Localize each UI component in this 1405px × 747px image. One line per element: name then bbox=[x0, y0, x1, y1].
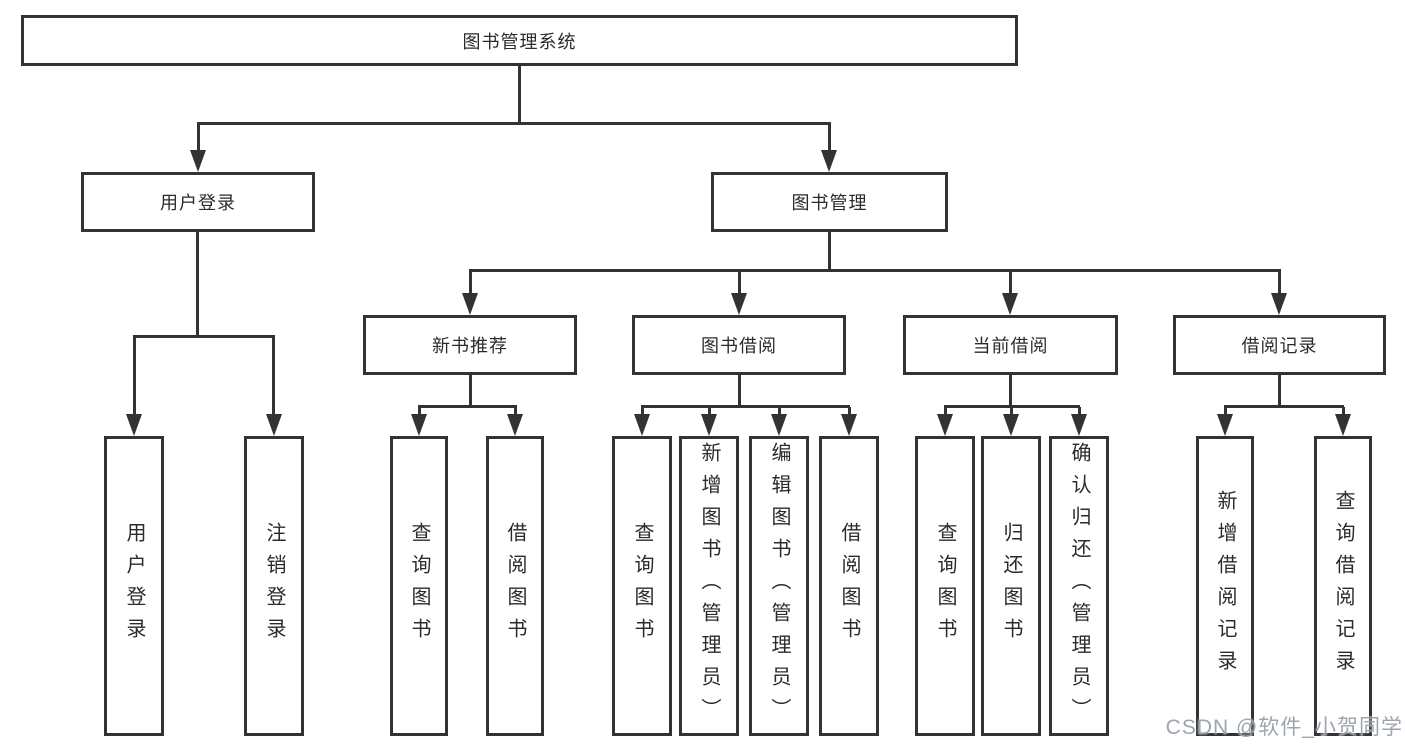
connector-line bbox=[1009, 373, 1012, 406]
connector-line bbox=[828, 124, 831, 152]
connector-line bbox=[469, 269, 1281, 272]
connector-line bbox=[828, 230, 831, 271]
arrowhead-down-icon bbox=[507, 414, 523, 436]
connector-line bbox=[944, 407, 947, 416]
arrowhead-down-icon bbox=[1071, 414, 1087, 436]
arrowhead-down-icon bbox=[1271, 293, 1287, 315]
arrowhead-down-icon bbox=[462, 293, 478, 315]
connector-line bbox=[944, 405, 1080, 408]
arrowhead-down-icon bbox=[1003, 414, 1019, 436]
arrowhead-down-icon bbox=[1002, 293, 1018, 315]
node-user-login: 用户登录 bbox=[81, 172, 315, 232]
arrowhead-down-icon bbox=[841, 414, 857, 436]
arrowhead-down-icon bbox=[411, 414, 427, 436]
arrowhead-down-icon bbox=[821, 150, 837, 172]
arrowhead-down-icon bbox=[701, 414, 717, 436]
connector-line bbox=[197, 124, 200, 152]
arrowhead-down-icon bbox=[1217, 414, 1233, 436]
connector-line bbox=[641, 405, 850, 408]
arrowhead-down-icon bbox=[731, 293, 747, 315]
arrowhead-down-icon bbox=[1335, 414, 1351, 436]
leaf-add-borrow-record: 新增借阅记录 bbox=[1196, 436, 1254, 736]
connector-line bbox=[641, 407, 644, 416]
connector-line bbox=[1224, 405, 1344, 408]
connector-line bbox=[518, 64, 521, 124]
connector-line bbox=[272, 337, 275, 416]
arrowhead-down-icon bbox=[266, 414, 282, 436]
connector-line bbox=[133, 337, 136, 416]
leaf-query-borrow-record: 查询借阅记录 bbox=[1314, 436, 1372, 736]
connector-line bbox=[1224, 407, 1227, 416]
arrowhead-down-icon bbox=[937, 414, 953, 436]
connector-line bbox=[1278, 373, 1281, 406]
connector-line bbox=[708, 407, 711, 416]
leaf-query-books-current: 查询图书 bbox=[915, 436, 975, 736]
leaf-confirm-return-admin: 确认归还（管理员） bbox=[1049, 436, 1109, 736]
connector-line bbox=[418, 407, 421, 416]
arrowhead-down-icon bbox=[126, 414, 142, 436]
leaf-edit-book-admin: 编辑图书（管理员） bbox=[749, 436, 809, 736]
leaf-borrow-books: 借阅图书 bbox=[819, 436, 879, 736]
leaf-borrow-books-recommend: 借阅图书 bbox=[486, 436, 544, 736]
connector-line bbox=[469, 373, 472, 406]
connector-line bbox=[469, 271, 472, 295]
connector-line bbox=[778, 407, 781, 416]
connector-line bbox=[1078, 407, 1081, 416]
connector-line bbox=[197, 122, 831, 125]
leaf-logout: 注销登录 bbox=[244, 436, 304, 736]
arrowhead-down-icon bbox=[634, 414, 650, 436]
arrowhead-down-icon bbox=[190, 150, 206, 172]
node-root: 图书管理系统 bbox=[21, 15, 1018, 66]
connector-line bbox=[418, 405, 517, 408]
node-current-borrow: 当前借阅 bbox=[903, 315, 1118, 375]
arrowhead-down-icon bbox=[771, 414, 787, 436]
connector-line bbox=[1009, 271, 1012, 295]
connector-line bbox=[1010, 407, 1013, 416]
leaf-add-book-admin: 新增图书（管理员） bbox=[679, 436, 739, 736]
connector-line bbox=[738, 373, 741, 406]
node-book-borrow: 图书借阅 bbox=[632, 315, 846, 375]
node-new-book-recommend: 新书推荐 bbox=[363, 315, 577, 375]
leaf-query-books-borrow: 查询图书 bbox=[612, 436, 672, 736]
leaf-user-login: 用户登录 bbox=[104, 436, 164, 736]
connector-line bbox=[133, 335, 275, 338]
node-borrow-records: 借阅记录 bbox=[1173, 315, 1386, 375]
connector-line bbox=[196, 230, 199, 335]
leaf-return-book: 归还图书 bbox=[981, 436, 1041, 736]
connector-line bbox=[738, 271, 741, 295]
connector-line bbox=[1278, 271, 1281, 295]
node-book-management: 图书管理 bbox=[711, 172, 948, 232]
connector-line bbox=[848, 407, 851, 416]
connector-line bbox=[514, 407, 517, 416]
connector-line bbox=[1342, 407, 1345, 416]
leaf-query-books-recommend: 查询图书 bbox=[390, 436, 448, 736]
